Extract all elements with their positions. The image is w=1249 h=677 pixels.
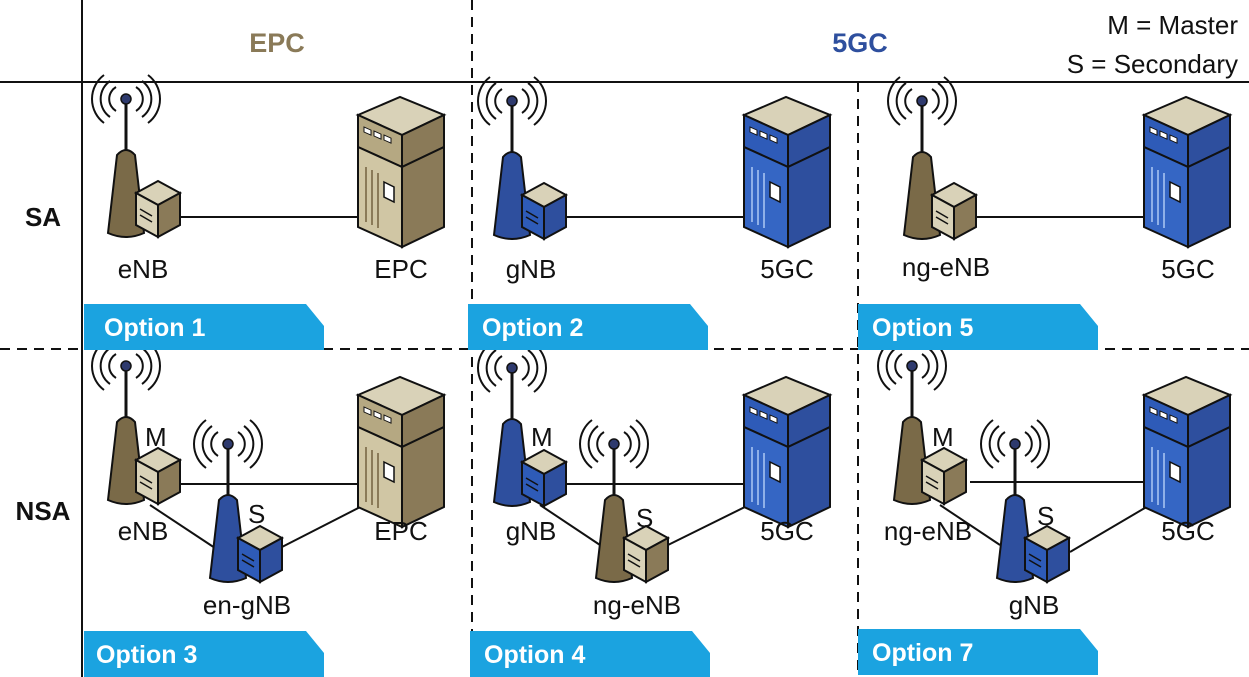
option-tag-label: Option 2: [482, 314, 583, 342]
gnb-master-icon: [478, 344, 566, 506]
enb-icon: [92, 75, 180, 237]
column-header-epc: EPC: [249, 28, 305, 58]
gnb-icon: [478, 77, 566, 239]
secondary-marker: S: [248, 499, 265, 529]
5gc-server-icon: [743, 96, 831, 248]
option-tag-label: Option 7: [872, 639, 973, 667]
column-header-5gc: 5GC: [832, 28, 888, 58]
en-gnb-label: en-gNB: [203, 590, 291, 620]
option-tag-label: Option 3: [96, 641, 197, 669]
enb-label: eNB: [118, 516, 169, 546]
option-tag-4: Option 4: [470, 631, 710, 677]
gnb-label: gNB: [506, 516, 557, 546]
row-label-nsa: NSA: [16, 496, 71, 526]
option-4-panel: M S gNB ng-eNB 5GC: [478, 344, 831, 620]
option-tag-label: Option 5: [872, 314, 973, 342]
legend-secondary: S = Secondary: [1067, 49, 1238, 79]
master-marker: M: [932, 422, 954, 452]
ng-enb-label: ng-eNB: [902, 252, 990, 282]
legend-master: M = Master: [1107, 10, 1238, 40]
enb-label: eNB: [118, 254, 169, 284]
master-marker: M: [145, 422, 167, 452]
option-tag-3: Option 3: [84, 631, 324, 677]
epc-label: EPC: [374, 254, 427, 284]
ng-enb-secondary-icon: [580, 420, 668, 582]
secondary-marker: S: [1037, 501, 1054, 531]
ng-enb-label: ng-eNB: [884, 516, 972, 546]
option-tag-7: Option 7: [858, 629, 1098, 675]
ng-enb-label: ng-eNB: [593, 590, 681, 620]
option-tag-1: Option 1: [84, 304, 324, 350]
master-marker: M: [531, 422, 553, 452]
option-3-panel: M S eNB en-gNB EPC: [92, 342, 445, 620]
5gc-server-icon: [1143, 376, 1231, 528]
5gc-label: 5GC: [760, 254, 813, 284]
epc-server-icon: [357, 96, 445, 248]
option-tag-label: Option 1: [104, 314, 205, 342]
5gc-label: 5GC: [760, 516, 813, 546]
enb-master-icon: [92, 342, 180, 504]
5gc-server-icon: [1143, 96, 1231, 248]
5gc-label: 5GC: [1161, 254, 1214, 284]
epc-server-icon: [357, 376, 445, 528]
secondary-marker: S: [636, 503, 653, 533]
5gc-label: 5GC: [1161, 516, 1214, 546]
gnb-label: gNB: [506, 254, 557, 284]
option-1-panel: eNB EPC: [92, 75, 445, 284]
gnb-label: gNB: [1009, 590, 1060, 620]
row-label-sa: SA: [25, 202, 61, 232]
option-7-panel: M S ng-eNB gNB 5GC: [878, 342, 1231, 620]
en-gnb-secondary-icon: [194, 420, 282, 582]
gnb-secondary-icon: [981, 420, 1069, 582]
option-tag-label: Option 4: [484, 641, 585, 669]
option-5-panel: ng-eNB 5GC: [888, 77, 1231, 284]
option-2-panel: gNB 5GC: [478, 77, 831, 284]
option-tag-2: Option 2: [468, 304, 708, 350]
option-tag-5: Option 5: [858, 304, 1098, 350]
5gc-server-icon: [743, 376, 831, 528]
ng-enb-icon: [888, 77, 976, 239]
epc-label: EPC: [374, 516, 427, 546]
